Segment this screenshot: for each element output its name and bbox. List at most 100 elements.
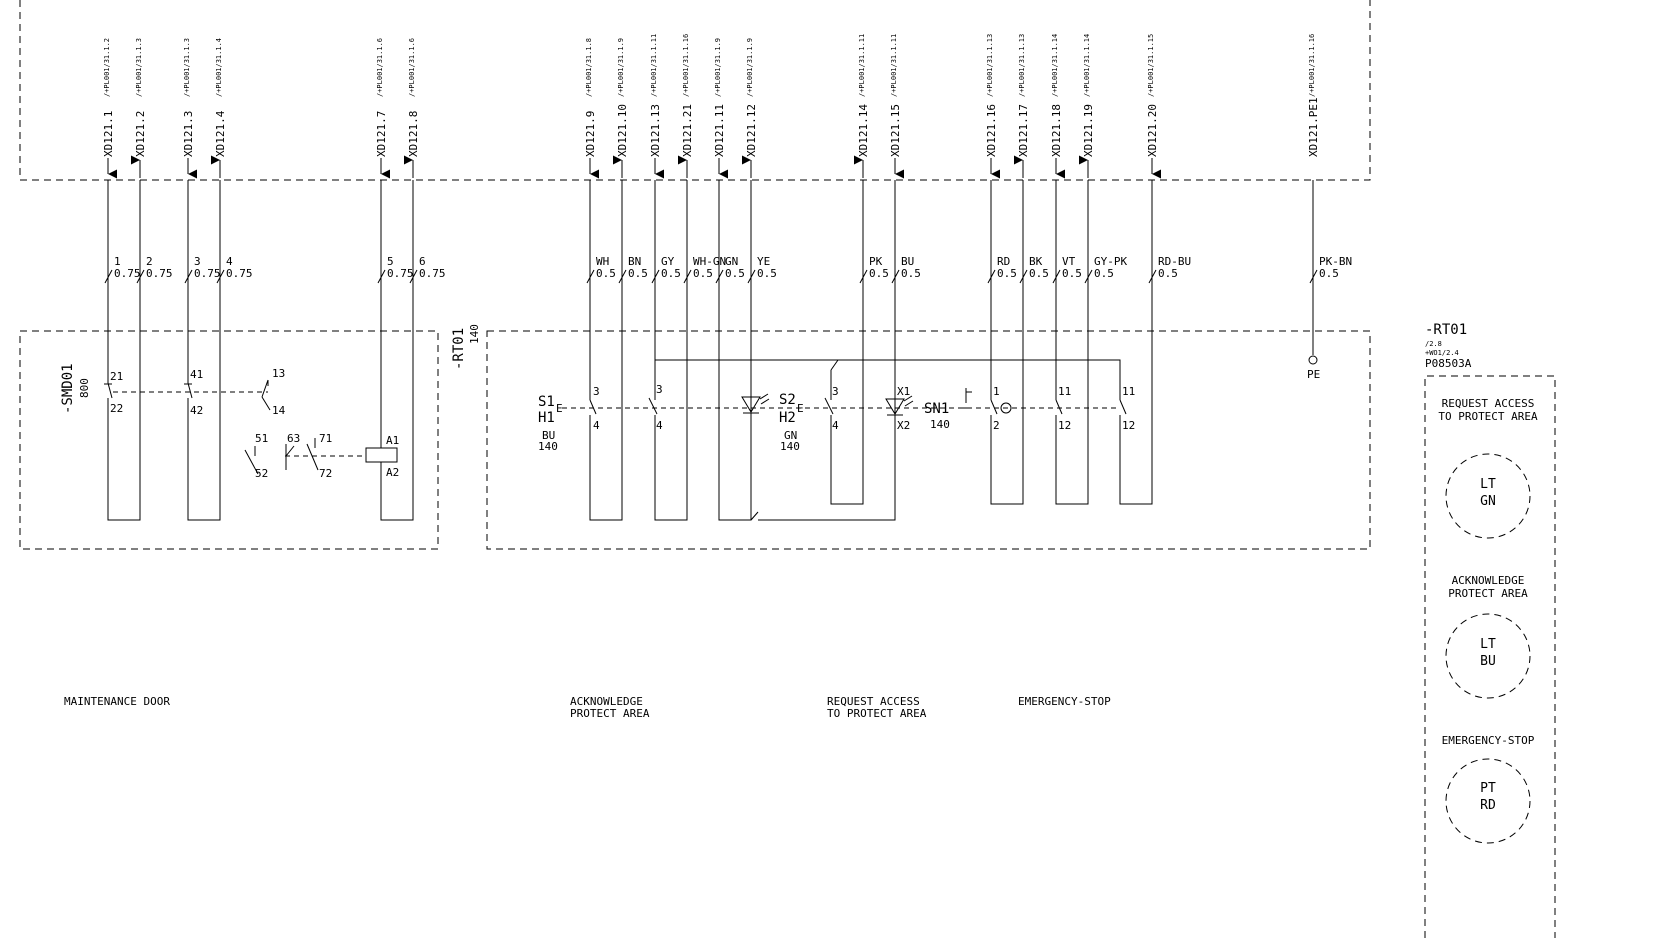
terminal-label: XD121.18 bbox=[1050, 104, 1063, 157]
wire-size: 0.5 bbox=[757, 267, 777, 280]
terminal-reference: /+PL001/31.1.14 bbox=[1083, 34, 1091, 97]
s1-label: S1 bbox=[538, 394, 555, 410]
smd01-pin-21: 21 bbox=[110, 370, 123, 383]
terminal-reference: /+PL001/31.1.4 bbox=[215, 38, 223, 97]
terminal-XD121.18: XD121.18 /+PL001/31.1.14 bbox=[1050, 34, 1065, 179]
s1b-pin-3: 3 bbox=[656, 383, 663, 396]
lamp-x2: X2 bbox=[897, 419, 910, 432]
coil-pin-a1: A1 bbox=[386, 434, 399, 447]
terminal-label: XD121.10 bbox=[616, 104, 629, 157]
terminal-reference: /+PL001/31.1.9 bbox=[746, 38, 754, 97]
terminal-label: XD121.8 bbox=[407, 111, 420, 157]
terminal-XD121.21: XD121.21 /+PL001/31.1.16 bbox=[678, 34, 694, 178]
panel-button3-type: PT bbox=[1480, 781, 1496, 796]
terminal-XD121.9: XD121.9/+PL001/31.1.8 bbox=[584, 38, 599, 179]
wire-6: 60.75 bbox=[409, 255, 446, 284]
terminal-label: XD121.7 bbox=[375, 111, 388, 157]
terminal-XD121.15: XD121.15/+PL001/31.1.11 bbox=[889, 34, 904, 179]
terminal-label: XD121.12 bbox=[745, 104, 758, 157]
caption-request-1: REQUEST ACCESS bbox=[827, 695, 920, 708]
terminal-label: XD121.21 bbox=[681, 104, 694, 157]
terminal-reference: /+PL001/31.1.3 bbox=[135, 38, 143, 97]
terminal-reference: /+PL001/31.1.13 bbox=[986, 34, 994, 97]
wire-name: WH-GN bbox=[693, 255, 726, 268]
wire-size: 0.5 bbox=[628, 267, 648, 280]
smd01-pin-22: 22 bbox=[110, 402, 123, 415]
terminal-label: XD121.19 bbox=[1082, 104, 1095, 157]
sn1-number: 140 bbox=[930, 418, 950, 431]
terminal-reference: /+PL001/31.1.11 bbox=[858, 34, 866, 97]
rt01-name: -RT01 bbox=[451, 328, 467, 370]
terminal-XD121.3: XD121.3/+PL001/31.1.3 bbox=[182, 38, 197, 179]
wire-RD: RD0.5 bbox=[987, 255, 1017, 284]
terminal-label: XD121.16 bbox=[985, 104, 998, 157]
wire-name: BN bbox=[628, 255, 641, 268]
wire-markings: 10.7520.7530.7540.7550.7560.75WH0.5BN0.5… bbox=[104, 255, 1352, 284]
wire-name: 4 bbox=[226, 255, 233, 268]
wire-name: PK bbox=[869, 255, 883, 268]
wire-PK: PK0.5 bbox=[859, 255, 889, 284]
caption-acknowledge-1: ACKNOWLEDGE bbox=[570, 695, 643, 708]
wire-size: 0.5 bbox=[596, 267, 616, 280]
lamp-x1: X1 bbox=[897, 385, 910, 398]
rt01-front-panel: -RT01 /2.8 +WO1/2.4 P08503A REQUEST ACCE… bbox=[1424, 322, 1556, 938]
wire-size: 0.75 bbox=[419, 267, 446, 280]
terminal-XD121.PE1: XD121.PE1/+PL001/31.1.16 bbox=[1307, 34, 1320, 157]
panel-button2-color: BU bbox=[1480, 654, 1496, 669]
sn1-label: SN1 bbox=[924, 401, 949, 417]
wire-BU: BU0.5 bbox=[891, 255, 921, 284]
wire-name: GN bbox=[725, 255, 738, 268]
terminal-reference: /+PL001/31.1.13 bbox=[1018, 34, 1026, 97]
terminal-reference: /+PL001/31.1.6 bbox=[376, 38, 384, 97]
wire-name: GY-PK bbox=[1094, 255, 1127, 268]
rt01-box: -RT01 140 bbox=[451, 180, 1371, 550]
terminal-reference: /+PL001/31.1.16 bbox=[682, 34, 690, 97]
smd01-box: -SMD01 800 bbox=[19, 180, 439, 550]
terminal-label: XD121.2 bbox=[134, 111, 147, 157]
terminal-XD121.14: XD121.14/+PL001/31.1.11 bbox=[854, 34, 870, 178]
wire-size: 0.5 bbox=[1158, 267, 1178, 280]
wire-size: 0.75 bbox=[194, 267, 221, 280]
terminal-label: XD121.4 bbox=[214, 110, 227, 157]
h1-label: H1 bbox=[538, 410, 555, 426]
wire-3: 30.75 bbox=[184, 255, 221, 284]
panel-button2-circle bbox=[1445, 613, 1531, 699]
panel-button1-type: LT bbox=[1480, 477, 1496, 492]
contact-pin-11b: 11 bbox=[1122, 385, 1135, 398]
wire-size: 0.75 bbox=[114, 267, 141, 280]
wire-size: 0.5 bbox=[725, 267, 745, 280]
wire-4: 40.75 bbox=[216, 255, 253, 284]
panel-button1-label-2: TO PROTECT AREA bbox=[1438, 410, 1538, 423]
wire-size: 0.5 bbox=[901, 267, 921, 280]
caption-request-2: TO PROTECT AREA bbox=[827, 707, 927, 720]
rt01-number: 140 bbox=[468, 324, 481, 344]
wire-name: 1 bbox=[114, 255, 121, 268]
terminal-XD121.19: XD121.19 /+PL001/31.1.14 bbox=[1079, 34, 1095, 178]
s2-pin-3: 3 bbox=[832, 385, 839, 398]
terminal-XD121.13: XD121.13/+PL001/31.1.11 bbox=[649, 34, 664, 179]
wire-RD-BU: RD-BU0.5 bbox=[1148, 255, 1191, 284]
smd01-pin-63: 63 bbox=[287, 432, 300, 445]
caption-emergency-stop: EMERGENCY-STOP bbox=[1018, 695, 1111, 708]
panel-button1-circle bbox=[1445, 453, 1531, 539]
terminal-label: XD121.1 bbox=[102, 111, 115, 157]
terminal-XD121.1: XD121.1/+PL001/31.1.2 bbox=[102, 38, 117, 179]
smd01-number: 800 bbox=[78, 378, 91, 398]
wire-size: 0.75 bbox=[387, 267, 414, 280]
terminal-reference: /+PL001/31.1.14 bbox=[1051, 34, 1059, 97]
smd01-pin-41: 41 bbox=[190, 368, 203, 381]
terminal-label: XD121.15 bbox=[889, 104, 902, 157]
wire-WH-GN: WH-GN0.5 bbox=[683, 255, 726, 284]
smd01-pin-42: 42 bbox=[190, 404, 203, 417]
s2-number: 140 bbox=[780, 440, 800, 453]
wire-PK-BN: PK-BN0.5 bbox=[1309, 255, 1352, 284]
h2-label: H2 bbox=[779, 410, 796, 426]
wire-name: GY bbox=[661, 255, 675, 268]
terminal-label: XD121.17 bbox=[1017, 104, 1030, 157]
terminal-reference: /+PL001/31.1.9 bbox=[617, 38, 625, 97]
wire-size: 0.75 bbox=[146, 267, 173, 280]
wire-size: 0.5 bbox=[661, 267, 681, 280]
terminal-XD121.11: XD121.11/+PL001/31.1.9 bbox=[713, 38, 728, 179]
terminal-label: XD121.9 bbox=[584, 111, 597, 157]
